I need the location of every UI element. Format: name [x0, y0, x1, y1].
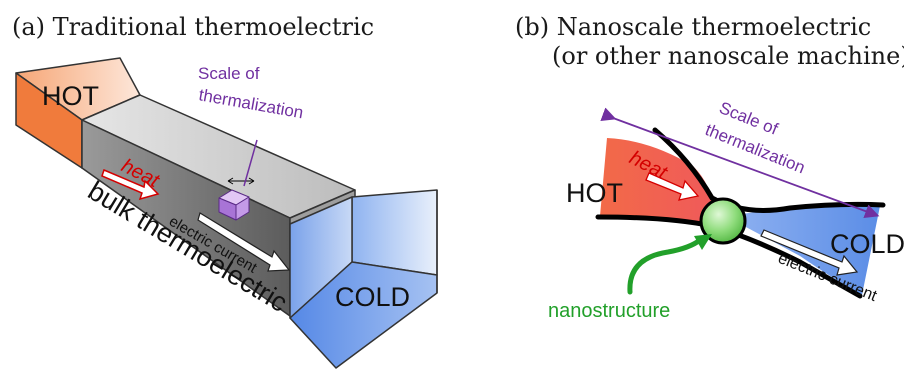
- hot-label-a: HOT: [42, 81, 99, 111]
- scale-pointer-line-a: [243, 139, 258, 187]
- hot-label-b: HOT: [566, 178, 623, 208]
- nanostructure-pointer-head: [694, 234, 712, 250]
- panel-b-title-line2: (or other nanoscale machine): [552, 42, 904, 70]
- cold-label-a: COLD: [335, 282, 410, 312]
- cube-size-arrow-heads: [227, 177, 255, 185]
- scale-double-arrow-b: [600, 107, 880, 219]
- current-arrow-b: [760, 229, 859, 276]
- cold-label-b: COLD: [830, 229, 904, 259]
- thermalization-cube: [218, 189, 250, 221]
- cold-reservoir-block: [289, 189, 438, 369]
- nanostructure-pointer-arrow: [627, 237, 703, 295]
- panel-b-title-line1: (b) Nanoscale thermoelectric: [515, 13, 871, 41]
- scale-label-a-line2: thermalization: [197, 85, 305, 122]
- boundary-curve-lower: [595, 214, 863, 299]
- scale-label-a-line1: Scale of: [198, 64, 260, 83]
- current-arrow-a: [197, 212, 291, 272]
- heat-arrow-a: [101, 168, 160, 201]
- nanostructure-label: nanostructure: [548, 300, 670, 322]
- panel-a-title: (a) Traditional thermoelectric: [12, 13, 374, 41]
- panel-a: (a) Traditional thermoelectric HOT COLD: [12, 13, 438, 369]
- heat-arrow-b: [645, 172, 700, 201]
- panel-b: (b) Nanoscale thermoelectric (or other n…: [515, 13, 904, 322]
